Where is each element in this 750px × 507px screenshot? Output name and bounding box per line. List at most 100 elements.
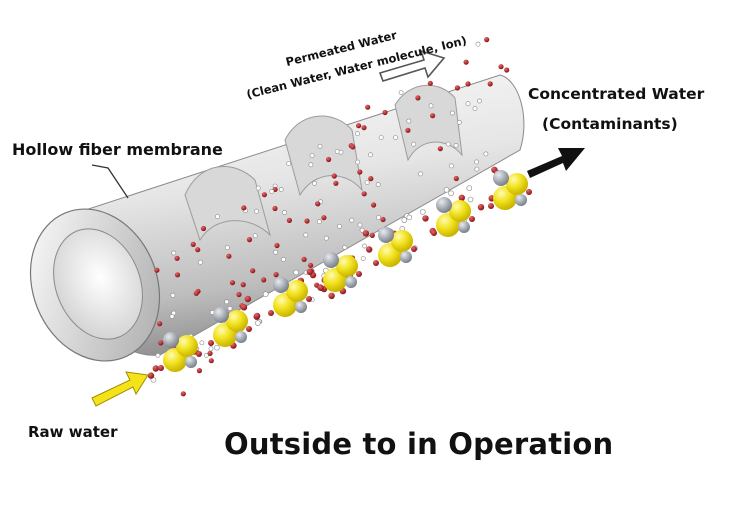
water-particle: [255, 185, 261, 191]
water-particle: [342, 244, 348, 250]
water-particle: [466, 185, 473, 191]
water-particle: [273, 249, 279, 255]
water-particle: [198, 259, 203, 265]
ion-particle: [157, 321, 163, 327]
ion-particle: [361, 191, 367, 197]
ion-particle: [333, 180, 339, 186]
water-particle: [349, 217, 355, 223]
water-particle: [303, 232, 309, 238]
ion-particle: [180, 391, 186, 397]
water-particle: [170, 292, 176, 298]
contaminant-molecule: [391, 230, 413, 252]
ion-particle: [368, 176, 374, 182]
ion-particle: [147, 372, 155, 379]
contaminant-molecule: [336, 255, 358, 277]
water-particle: [323, 235, 329, 241]
contaminant-molecule: [458, 221, 470, 233]
water-particle: [474, 166, 480, 172]
water-particle: [282, 210, 287, 215]
tube-open-end-inner: [53, 228, 143, 340]
water-particle: [368, 152, 373, 158]
ion-particle: [526, 189, 532, 195]
ion-particle: [371, 202, 377, 208]
water-particle: [472, 106, 478, 111]
water-particle: [171, 250, 177, 256]
contaminant-molecule: [176, 335, 198, 357]
ion-particle: [240, 282, 246, 288]
water-particle: [312, 180, 317, 186]
tube-cutaway-2: [284, 115, 363, 197]
diagram-title: Outside to in Operation: [224, 427, 614, 461]
ion-particle: [321, 215, 327, 221]
water-particle: [359, 227, 365, 233]
ion-particle: [357, 169, 363, 175]
water-particle: [406, 118, 412, 124]
ion-particle: [411, 246, 417, 252]
raw-water-arrow: [91, 371, 149, 407]
contaminant-molecule: [400, 251, 412, 263]
tube-cutaway-3: [394, 84, 463, 162]
water-particle: [214, 344, 220, 351]
water-particle: [419, 209, 426, 215]
water-particle: [281, 256, 286, 262]
ion-particle: [261, 192, 267, 198]
water-particle: [398, 90, 404, 95]
ion-particle: [365, 104, 371, 110]
ion-particle: [286, 217, 292, 223]
contaminant-molecule: [286, 280, 308, 302]
water-particle: [376, 215, 381, 220]
hollow-fiber-label: Hollow fiber membrane: [12, 140, 223, 159]
ion-particle: [315, 201, 321, 207]
ion-particle: [331, 173, 337, 179]
ion-particle: [246, 237, 253, 243]
ion-particle: [454, 85, 460, 91]
ion-particle: [487, 81, 493, 87]
permeated-water-arrow: [378, 49, 446, 82]
water-particle: [360, 256, 366, 261]
ion-particle: [226, 253, 232, 259]
ion-particle: [498, 64, 504, 70]
water-particle: [262, 291, 269, 298]
ion-particle: [246, 326, 252, 332]
ion-particle: [154, 267, 160, 273]
ion-particle: [369, 232, 375, 238]
water-particle: [355, 159, 361, 165]
ion-particle: [272, 205, 278, 212]
contaminant-molecule: [323, 252, 339, 268]
ion-particle: [356, 123, 362, 129]
ion-particle: [504, 67, 510, 73]
contaminant-molecule: [493, 170, 509, 186]
hollow-fiber-leader-line: [91, 164, 129, 199]
ion-particle: [318, 285, 324, 291]
water-particle: [316, 219, 322, 225]
contaminant-molecule: [235, 331, 247, 343]
ion-particle: [174, 272, 181, 278]
contaminant-molecule: [436, 197, 452, 213]
ion-particle: [431, 230, 437, 236]
ion-particle: [229, 280, 236, 286]
water-particle: [453, 142, 459, 148]
ion-particle: [195, 247, 201, 253]
water-particle: [467, 196, 474, 203]
contaminant-molecule: [273, 277, 289, 293]
ion-particle: [308, 262, 314, 268]
contaminant-molecule: [345, 276, 357, 288]
water-particle: [309, 153, 315, 158]
ion-particle: [158, 365, 164, 371]
contaminant-molecule: [185, 356, 197, 368]
ion-particle: [253, 312, 261, 320]
water-particle: [375, 182, 381, 187]
ion-particle: [437, 146, 443, 152]
contaminants-label: (Contaminants): [542, 115, 678, 133]
tube-cutaway-1: [184, 166, 271, 242]
contaminant-molecule: [378, 227, 394, 243]
ion-particle: [193, 290, 199, 296]
ion-particle: [356, 271, 362, 277]
water-particle: [169, 313, 175, 319]
ion-particle: [208, 358, 214, 364]
ion-particle: [250, 268, 256, 274]
water-particle: [317, 143, 323, 149]
ion-particle: [465, 81, 471, 87]
